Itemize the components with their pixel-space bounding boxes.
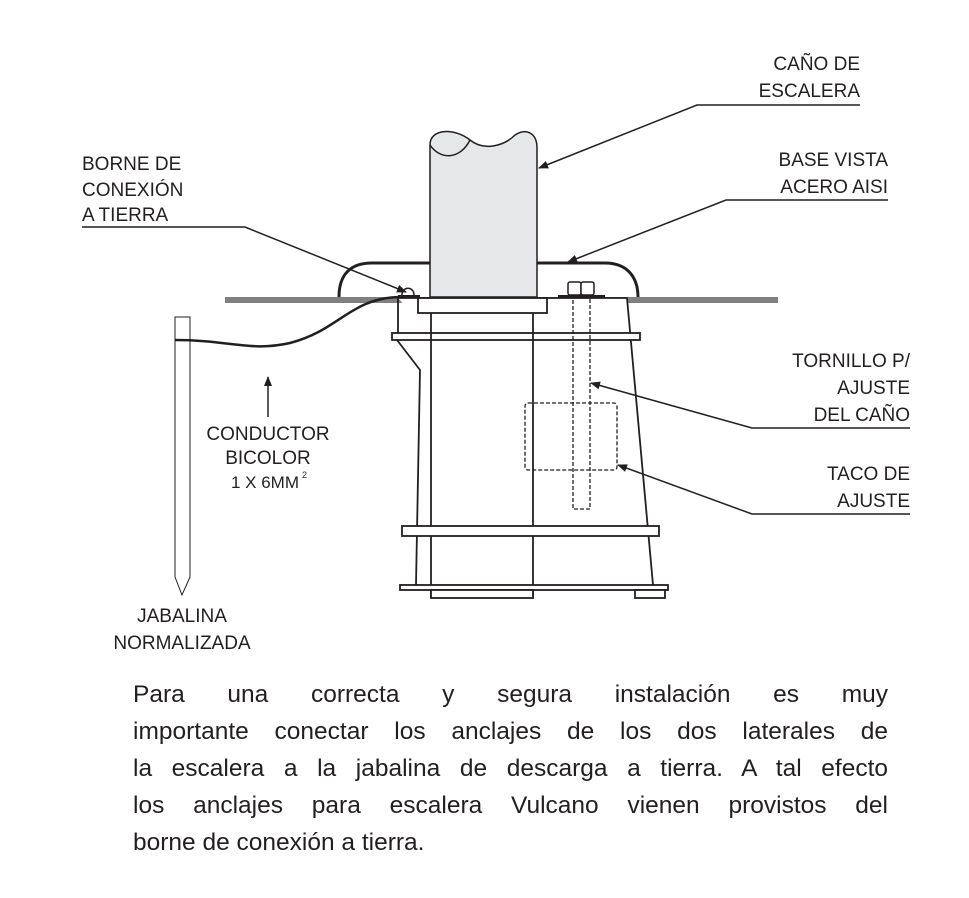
adjust-block [524,402,618,471]
leader-cano [538,104,860,169]
ladder-pipe [429,130,538,298]
label-base-1: BASE VISTA [779,150,889,171]
label-cano-2: ESCALERA [759,81,861,102]
label-taco-2: AJUSTE [837,491,910,512]
paragraph-line: importante conectar los anclajes de los … [133,718,888,745]
paragraph-line: los anclajes para escalera Vulcano viene… [133,792,888,819]
label-tornillo-3: DEL CAÑO [814,404,910,426]
label-tornillo-1: TORNILLO P/ [792,351,911,372]
leader-base [567,199,888,263]
leader-taco [617,464,910,515]
label-borne-2: CONEXIÓN [82,179,183,201]
label-borne-1: BORNE DE [82,154,181,175]
label-conductor-3: 1 X 6MM [231,473,299,492]
paragraph-line: Para una correcta y segura instalación e… [133,681,888,708]
label-conductor-sup: 2 [302,470,307,480]
ground-rod [174,316,191,597]
label-base-2: ACERO AISI [780,177,888,198]
leader-borne [82,226,407,293]
paragraph-line: la escalera a la jabalina de descarga a … [133,755,888,782]
label-taco-1: TACO DE [827,464,910,485]
anchor-body [391,297,669,599]
label-conductor-1: CONDUCTOR [206,424,329,445]
paragraph-line: borne de conexión a tierra. [133,829,425,856]
instructions-paragraph: Para una correcta y segura instalación e… [133,676,888,861]
label-jabalina-1: JABALINA [137,606,227,627]
label-borne-3: A TIERRA [82,205,169,226]
leader-tornillo [590,381,910,429]
label-conductor-2: BICOLOR [225,448,311,469]
bicolor-cable [174,295,401,348]
label-cano-1: CAÑO DE [773,53,860,75]
label-jabalina-2: NORMALIZADA [113,633,251,654]
label-tornillo-2: AJUSTE [837,378,910,399]
